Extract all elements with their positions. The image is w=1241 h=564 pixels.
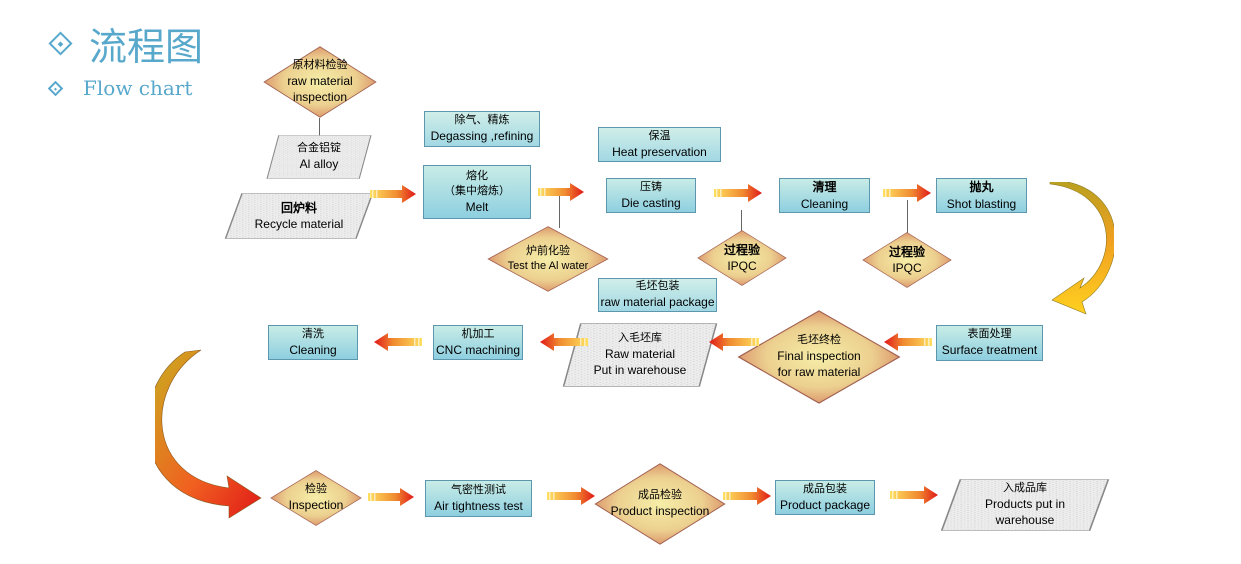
node-heat-preservation: 保温 Heat preservation <box>598 127 721 162</box>
arrow-left-icon <box>540 333 588 351</box>
arrow-left-icon <box>374 333 422 351</box>
node-final-inspection: 毛坯终检 Final inspection for raw material <box>737 310 901 404</box>
arrow-right-icon <box>547 487 595 505</box>
arrow-right-icon <box>368 488 414 506</box>
node-air-tightness-test: 气密性测试 Air tightness test <box>425 480 532 517</box>
connector-line <box>907 200 908 234</box>
curved-arrow-down-icon <box>1049 182 1114 315</box>
node-inspection: 检验 Inspection <box>270 470 362 526</box>
arrow-left-icon <box>884 333 932 351</box>
node-recycle-material: 回炉料 Recycle material <box>224 193 374 239</box>
node-shot-blasting: 抛丸 Shot blasting <box>936 178 1027 213</box>
curved-arrow-right-icon <box>155 349 262 519</box>
node-cleaning: 清理 Cleaning <box>779 178 870 213</box>
node-surface-treatment: 表面处理 Surface treatment <box>936 325 1043 361</box>
page-title: 流程图 <box>48 16 204 71</box>
node-al-alloy: 合金铝锭 Al alloy <box>266 135 372 179</box>
node-ipqc-2: 过程验 IPQC <box>862 232 952 288</box>
title-english: Flow chart <box>83 76 193 100</box>
title-chinese: 流程图 <box>89 27 204 69</box>
arrow-right-icon <box>890 486 938 504</box>
arrow-right-icon <box>370 185 416 203</box>
node-ipqc-1: 过程验 IPQC <box>697 230 787 286</box>
node-test-al-water: 炉前化验 Test the Al water <box>487 226 609 292</box>
node-products-warehouse: 入成品库 Products put in warehouse <box>940 479 1110 531</box>
connector-line <box>559 196 560 228</box>
node-degassing: 除气、精炼 Degassing ,refining <box>424 111 540 147</box>
node-cleaning-2: 清洗 Cleaning <box>268 325 358 360</box>
arrow-right-icon <box>538 183 584 201</box>
connector-line <box>741 210 742 232</box>
diamond-bullet-icon <box>47 80 64 96</box>
node-melt: 熔化 （集中熔炼） Melt <box>423 165 531 219</box>
node-raw-material-package: 毛坯包装 raw material package <box>598 278 717 312</box>
connector-line <box>319 118 320 136</box>
arrow-right-icon <box>714 184 762 202</box>
arrow-right-icon <box>723 487 771 505</box>
node-raw-material-inspection: 原材料检验 raw material inspection <box>263 46 377 118</box>
page-subtitle: Flow chart <box>47 76 193 100</box>
node-cnc-machining: 机加工 CNC machining <box>433 325 523 360</box>
node-product-package: 成品包装 Product package <box>775 480 875 515</box>
node-product-inspection: 成品检验 Product inspection <box>594 463 726 545</box>
arrow-right-icon <box>883 184 931 202</box>
diamond-bullet-icon <box>48 31 73 56</box>
node-raw-material-warehouse: 入毛坯库 Raw material Put in warehouse <box>562 323 718 387</box>
arrow-left-icon <box>709 333 759 351</box>
node-die-casting: 压铸 Die casting <box>606 178 696 213</box>
